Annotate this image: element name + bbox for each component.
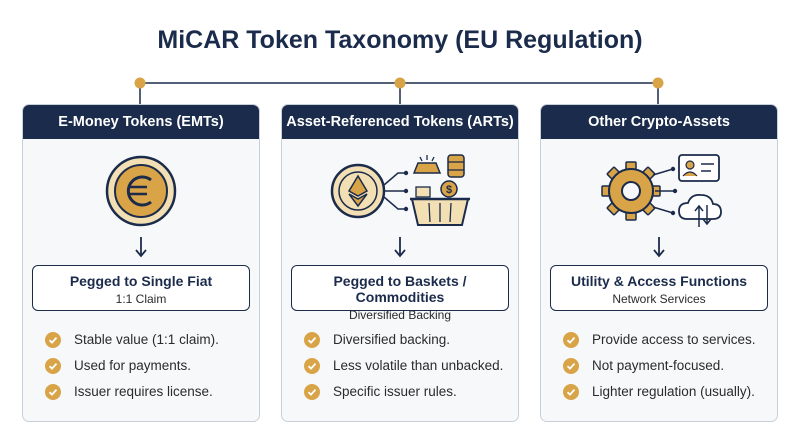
bullet-text: Stable value (1:1 claim). xyxy=(74,332,219,347)
down-arrow-icon xyxy=(394,237,406,258)
function-box-art: Pegged to Baskets / Commodities Diversif… xyxy=(291,265,509,322)
bullet-item: Provide access to services. xyxy=(563,327,756,352)
check-icon xyxy=(304,331,320,348)
function-subtitle: Diversified Backing xyxy=(348,308,452,322)
function-subtitle: 1:1 Claim xyxy=(115,292,167,306)
bullet-item: Specific issuer rules. xyxy=(304,379,503,404)
card-header-other: Other Crypto-Assets xyxy=(541,105,777,139)
function-subtitle: Network Services xyxy=(612,292,706,306)
bullet-text: Diversified backing. xyxy=(333,332,451,347)
bullet-text: Issuer requires license. xyxy=(74,384,213,399)
check-icon xyxy=(563,331,579,348)
check-icon xyxy=(45,357,61,374)
bullet-list-emt: Stable value (1:1 claim). Used for payme… xyxy=(45,327,219,405)
category-card-emt: E-Money Tokens (EMTs) Pegged to Single F… xyxy=(22,104,260,422)
check-icon xyxy=(45,383,61,400)
category-card-art: Asset-Referenced Tokens (ARTs) $ xyxy=(281,104,519,422)
bullet-item: Diversified backing. xyxy=(304,327,503,352)
asset-basket-icon: $ xyxy=(330,154,470,226)
connector-node-art xyxy=(394,77,406,89)
bullet-item: Lighter regulation (usually). xyxy=(563,379,756,404)
function-box-other: Utility & Access Functions Network Servi… xyxy=(550,265,768,311)
taxonomy-connector xyxy=(134,77,664,104)
bullet-item: Not payment-focused. xyxy=(563,353,756,378)
bullet-item: Less volatile than unbacked. xyxy=(304,353,503,378)
bullet-list-art: Diversified backing. Less volatile than … xyxy=(304,327,503,405)
down-arrow-icon xyxy=(135,237,147,258)
function-title: Pegged to Baskets / Commodities xyxy=(333,273,467,305)
connector-node-other xyxy=(652,77,664,89)
connector-node-emt xyxy=(134,77,146,89)
function-title: Pegged to Single Fiat xyxy=(69,273,213,289)
utility-gear-icon xyxy=(601,154,722,227)
check-icon xyxy=(304,357,320,374)
euro-coin-icon xyxy=(105,155,177,227)
check-icon xyxy=(563,383,579,400)
card-header-emt: E-Money Tokens (EMTs) xyxy=(23,105,259,139)
function-box-emt: Pegged to Single Fiat 1:1 Claim xyxy=(32,265,250,311)
bullet-text: Provide access to services. xyxy=(592,332,756,347)
bullet-item: Stable value (1:1 claim). xyxy=(45,327,219,352)
bullet-text: Not payment-focused. xyxy=(592,358,725,373)
bullet-text: Lighter regulation (usually). xyxy=(592,384,755,399)
bullet-text: Less volatile than unbacked. xyxy=(333,358,504,373)
card-header-art: Asset-Referenced Tokens (ARTs) xyxy=(282,105,518,139)
check-icon xyxy=(304,383,320,400)
bullet-text: Used for payments. xyxy=(74,358,192,373)
down-arrow-icon xyxy=(653,237,665,258)
bullet-list-other: Provide access to services. Not payment-… xyxy=(563,327,756,405)
diagram-title: MiCAR Token Taxonomy (EU Regulation) xyxy=(157,26,643,54)
svg-text:$: $ xyxy=(446,184,452,196)
check-icon xyxy=(45,331,61,348)
bullet-item: Used for payments. xyxy=(45,353,219,378)
function-title: Utility & Access Functions xyxy=(570,273,748,289)
bullet-text: Specific issuer rules. xyxy=(333,384,457,399)
bullet-item: Issuer requires license. xyxy=(45,379,219,404)
check-icon xyxy=(563,357,579,374)
category-card-other: Other Crypto-Assets xyxy=(540,104,778,422)
